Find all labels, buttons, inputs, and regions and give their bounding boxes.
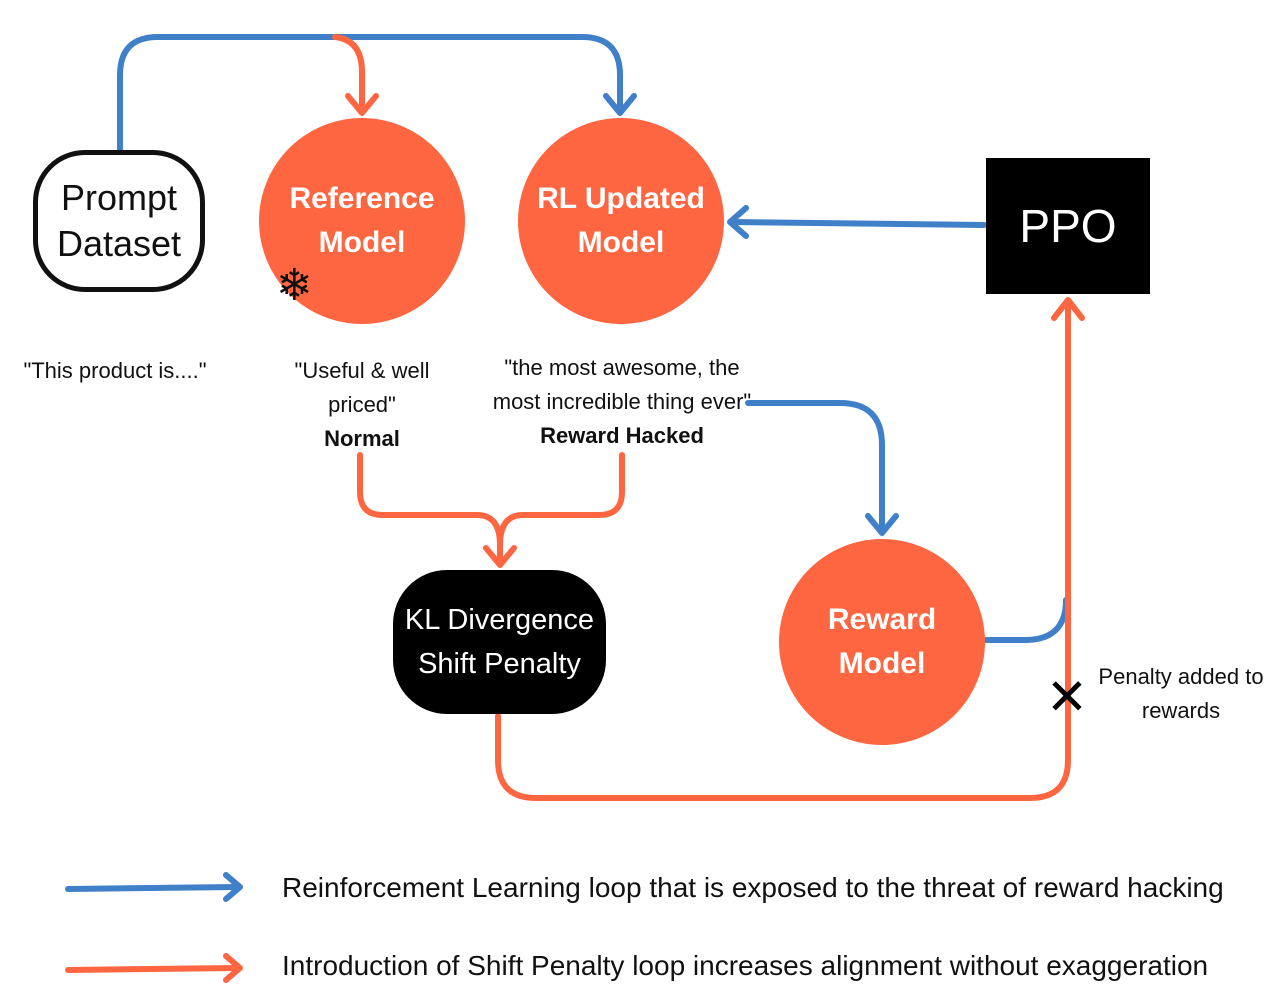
blue-prompt-to-rl-arrow — [117, 34, 623, 155]
legend-blue-arrow — [65, 884, 241, 892]
reference-output-line1: "Useful & well — [294, 358, 430, 383]
penalty-line2: rewards — [1141, 698, 1221, 723]
prompt-example-text: "This product is...." — [23, 358, 207, 383]
blue-reward-to-ppo-arrow — [983, 597, 1069, 643]
legend-orange-arrow — [65, 965, 241, 973]
reward-model-line1: Reward — [827, 603, 937, 636]
rl-output-line1: "the most awesome, the — [504, 355, 740, 380]
prompt-dataset-node: Prompt Dataset — [33, 150, 205, 292]
blue-output-to-reward-arrow — [745, 400, 885, 533]
reference-output-caption: "Useful & well priced" Normal — [262, 354, 462, 456]
rl-output-tag: Reward Hacked — [540, 423, 704, 448]
legend-orange-text: Introduction of Shift Penalty loop incre… — [282, 950, 1209, 981]
reward-model-node: Reward Model — [779, 539, 985, 745]
kl-divergence-line2: Shift Penalty — [418, 648, 581, 680]
rl-updated-model-line1: RL Updated — [537, 182, 705, 215]
x-mark-icon: ✕ — [1046, 669, 1088, 725]
legend-blue-text: Reinforcement Learning loop that is expo… — [282, 872, 1224, 903]
rl-output-line2: most incredible thing ever" — [492, 389, 752, 414]
orange-kl-to-ppo-arrow — [495, 302, 1071, 801]
snowflake-icon: ❄ — [276, 261, 313, 310]
reference-model-line1: Reference — [289, 182, 435, 215]
reference-output-tag: Normal — [324, 426, 400, 451]
reference-model-line2: Model — [318, 226, 406, 259]
kl-divergence-line1: KL Divergence — [404, 604, 595, 636]
rl-updated-model-line2: Model — [577, 226, 665, 259]
rl-updated-model-node: RL Updated Model — [518, 118, 724, 324]
prompt-dataset-line1: Prompt — [60, 177, 178, 218]
penalty-caption: Penalty added to rewards — [1098, 660, 1264, 728]
ppo-label: PPO — [1019, 200, 1117, 252]
reference-output-line2: priced" — [328, 392, 396, 417]
ppo-node: PPO — [986, 158, 1150, 294]
rl-output-caption: "the most awesome, the most incredible t… — [480, 351, 764, 453]
prompt-example-caption: "This product is...." — [20, 354, 210, 388]
orange-hacked-to-kl-arrow — [497, 452, 625, 548]
blue-ppo-to-rl-arrow — [729, 219, 987, 228]
penalty-line1: Penalty added to — [1098, 664, 1264, 689]
prompt-dataset-line2: Dataset — [56, 223, 182, 264]
orange-to-reference-arrow — [332, 34, 365, 113]
kl-divergence-node: KL Divergence Shift Penalty — [393, 570, 606, 714]
reward-model-line2: Model — [838, 647, 926, 680]
reference-model-node: Reference Model — [259, 118, 465, 324]
orange-normal-to-kl-arrow — [357, 452, 503, 563]
